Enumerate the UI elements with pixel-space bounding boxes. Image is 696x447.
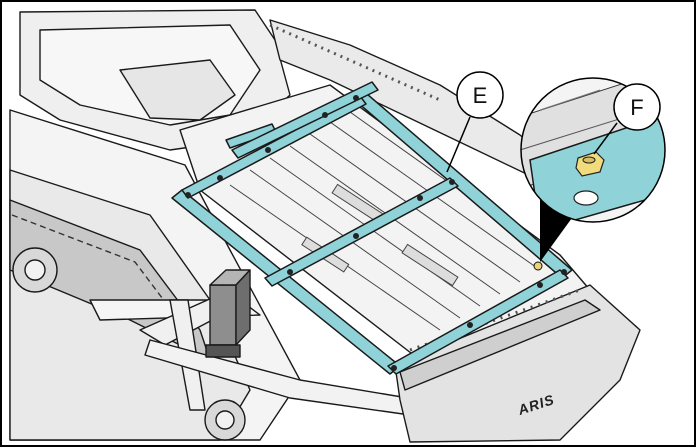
callout-f: F xyxy=(593,83,661,155)
snowmobile-body xyxy=(9,9,641,443)
callout-e-label: E xyxy=(473,83,488,108)
callout-f-label: F xyxy=(630,95,643,120)
callout-e-leader xyxy=(446,116,471,173)
callout-f-leader xyxy=(593,122,618,155)
fastener-marker xyxy=(533,261,543,271)
callout-e-circle xyxy=(456,71,504,119)
inset-circle xyxy=(520,77,666,223)
callout-f-circle xyxy=(613,83,661,131)
rack-bolts xyxy=(185,95,567,371)
callout-e: E xyxy=(446,71,504,173)
rack-frame-highlight xyxy=(171,81,573,375)
